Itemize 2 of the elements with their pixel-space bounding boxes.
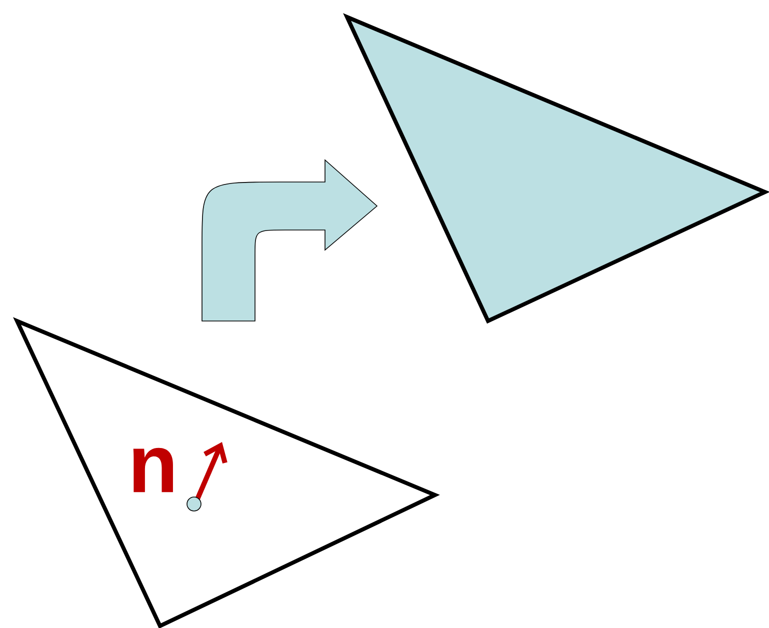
normal-label: n	[133, 448, 173, 492]
block-arrow	[202, 160, 378, 322]
